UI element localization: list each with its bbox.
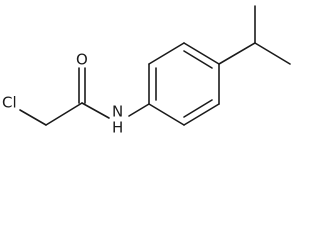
atom-label-hydrogen: H: [112, 119, 123, 137]
bond-ch2-carbonyl: [45, 102, 83, 126]
atom-label-nitrogen: N: [112, 103, 123, 121]
ring-double-bond-2: [183, 50, 213, 69]
ring-bond-2: [148, 42, 185, 65]
ring-bond-3: [183, 42, 220, 65]
bond-carbonyl-n: [81, 102, 110, 119]
ring-bond-6: [148, 103, 185, 126]
ring-double-bond-3: [183, 99, 213, 118]
bond-cl-ch2: [19, 109, 47, 126]
atom-label-oxygen: O: [76, 51, 88, 69]
atom-label-chlorine: Cl: [2, 94, 17, 112]
ring-bond-5: [183, 103, 220, 126]
chemical-structure: Cl O N H: [2, 5, 291, 137]
bond-n-ring: [128, 103, 150, 117]
bond-ring-isopropyl: [218, 42, 256, 65]
bond-isopropyl-methyl-2: [254, 42, 291, 65]
